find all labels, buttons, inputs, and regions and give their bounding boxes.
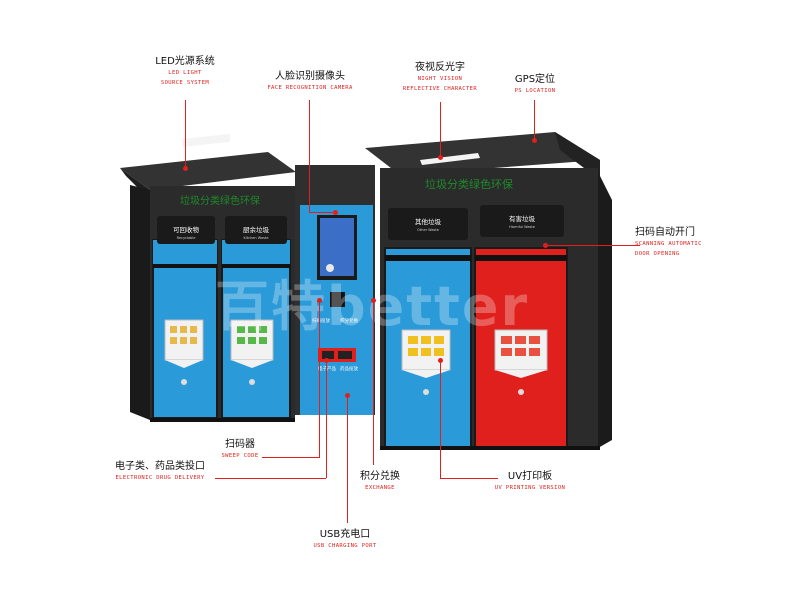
callout-exchange-zh: 积分兑换 (360, 471, 400, 482)
callout-line-led (185, 100, 186, 168)
center-label-scan: 扫码投放 (312, 319, 330, 324)
center-label-electronic: 电子产品 (318, 367, 336, 372)
callout-dot-drug (324, 358, 329, 363)
bin-label-kitchen: 厨余垃圾 Kitchen Waste (225, 216, 287, 244)
callout-dot-usb (345, 393, 350, 398)
callout-led-en1: LED LIGHT (168, 70, 202, 76)
callout-uv: UV打印板 UV PRINTING VERSION (485, 472, 575, 492)
callout-line-uv-v (440, 360, 441, 478)
callout-line-scanner-v (319, 300, 320, 458)
callout-line-uv-h (440, 478, 498, 479)
callout-night-en2: REFLECTIVE CHARACTER (402, 85, 478, 92)
callout-gps-zh: GPS定位 (514, 74, 556, 85)
callout-uv-zh: UV打印板 (507, 471, 553, 482)
callout-drug-zh: 电子类、药品类投口 (115, 461, 205, 472)
callout-face-zh: 人脸识别摄像头 (275, 71, 345, 82)
callout-dot-night (438, 155, 443, 160)
callout-exchange-en: EXCHANGE (365, 485, 395, 491)
callout-scanner-en: SWEEP CODE (221, 453, 259, 459)
callout-gps: GPS定位 PS LOCATION (505, 75, 565, 95)
callout-line-night (440, 102, 441, 157)
callout-scanner-zh: 扫码器 (225, 439, 255, 450)
callout-night-en1: NIGHT VISION (417, 76, 463, 82)
callout-dot-uv (438, 358, 443, 363)
callout-scanner: 扫码器 SWEEP CODE (210, 440, 270, 460)
callout-face-en: FACE RECOGNITION CAMERA (267, 85, 353, 91)
callout-dot-gps (532, 138, 537, 143)
callout-line-exchange (373, 300, 374, 465)
callout-line-face (309, 100, 310, 212)
callout-night-zh: 夜视反光字 (415, 62, 465, 73)
callout-line-scanner-h (262, 457, 319, 458)
callout-drug: 电子类、药品类投口 ELECTRONIC DRUG DELIVERY (100, 462, 220, 482)
callout-line-drug-v (326, 360, 327, 478)
callout-face: 人脸识别摄像头 FACE RECOGNITION CAMERA (255, 72, 365, 92)
callout-gps-en: PS LOCATION (514, 88, 556, 94)
callout-led: LED光源系统 LED LIGHT SOURCE SYSTEM (140, 57, 230, 86)
callout-usb-en: USB CHARGING PORT (313, 543, 377, 549)
callout-scandoor-en1: SCANNING AUTOMATIC (635, 241, 702, 247)
callout-usb-zh: USB充电口 (319, 529, 371, 540)
center-label-exchange: 积分兑换 (340, 319, 358, 324)
callout-usb: USB充电口 USB CHARGING PORT (305, 530, 385, 550)
brand-watermark: 百特better (215, 275, 530, 338)
callout-dot-exchange (371, 298, 376, 303)
callout-scandoor-en2: DOOR OPENING (635, 250, 680, 257)
callout-line-face-h (309, 212, 335, 213)
callout-dot-scanner (317, 298, 322, 303)
callout-led-zh: LED光源系统 (155, 56, 215, 67)
callout-dot-led (183, 166, 188, 171)
bin-label-en: Kitchen Waste (243, 236, 269, 240)
callout-line-gps (534, 100, 535, 140)
callout-line-usb (347, 395, 348, 523)
callout-scandoor: 扫码自动开门 SCANNING AUTOMATIC DOOR OPENING (635, 228, 735, 257)
slogan-left: 垃圾分类绿色环保 (180, 196, 260, 207)
bin-label-text: 其他垃圾 (415, 218, 441, 226)
bin-label-en: Harmful Waste (509, 225, 535, 229)
bin-label-text: 厨余垃圾 (243, 226, 269, 234)
bin-label-other: 其他垃圾 Other Waste (388, 208, 468, 240)
center-label-drug: 药品投放 (340, 367, 358, 372)
callout-dot-face (333, 210, 338, 215)
bin-label-en: Other Waste (417, 228, 439, 232)
callout-uv-en: UV PRINTING VERSION (494, 485, 566, 491)
bin-label-recyclable: 可回收物 Recyclable (157, 216, 215, 244)
callout-dot-scandoor (543, 243, 548, 248)
bin-label-text: 可回收物 (173, 226, 199, 234)
bin-label-harmful: 有害垃圾 Harmful Waste (480, 205, 564, 237)
callout-line-drug-h (215, 478, 326, 479)
callout-scandoor-zh: 扫码自动开门 (635, 227, 695, 238)
callout-line-scandoor (545, 245, 640, 246)
callout-exchange: 积分兑换 EXCHANGE (355, 472, 405, 492)
bin-label-en: Recyclable (176, 236, 196, 240)
slogan-right: 垃圾分类绿色环保 (425, 178, 513, 191)
callout-drug-en: ELECTRONIC DRUG DELIVERY (115, 475, 205, 481)
callout-night: 夜视反光字 NIGHT VISION REFLECTIVE CHARACTER (390, 63, 490, 92)
callout-led-en2: SOURCE SYSTEM (160, 79, 210, 86)
bin-label-text: 有害垃圾 (509, 215, 535, 223)
